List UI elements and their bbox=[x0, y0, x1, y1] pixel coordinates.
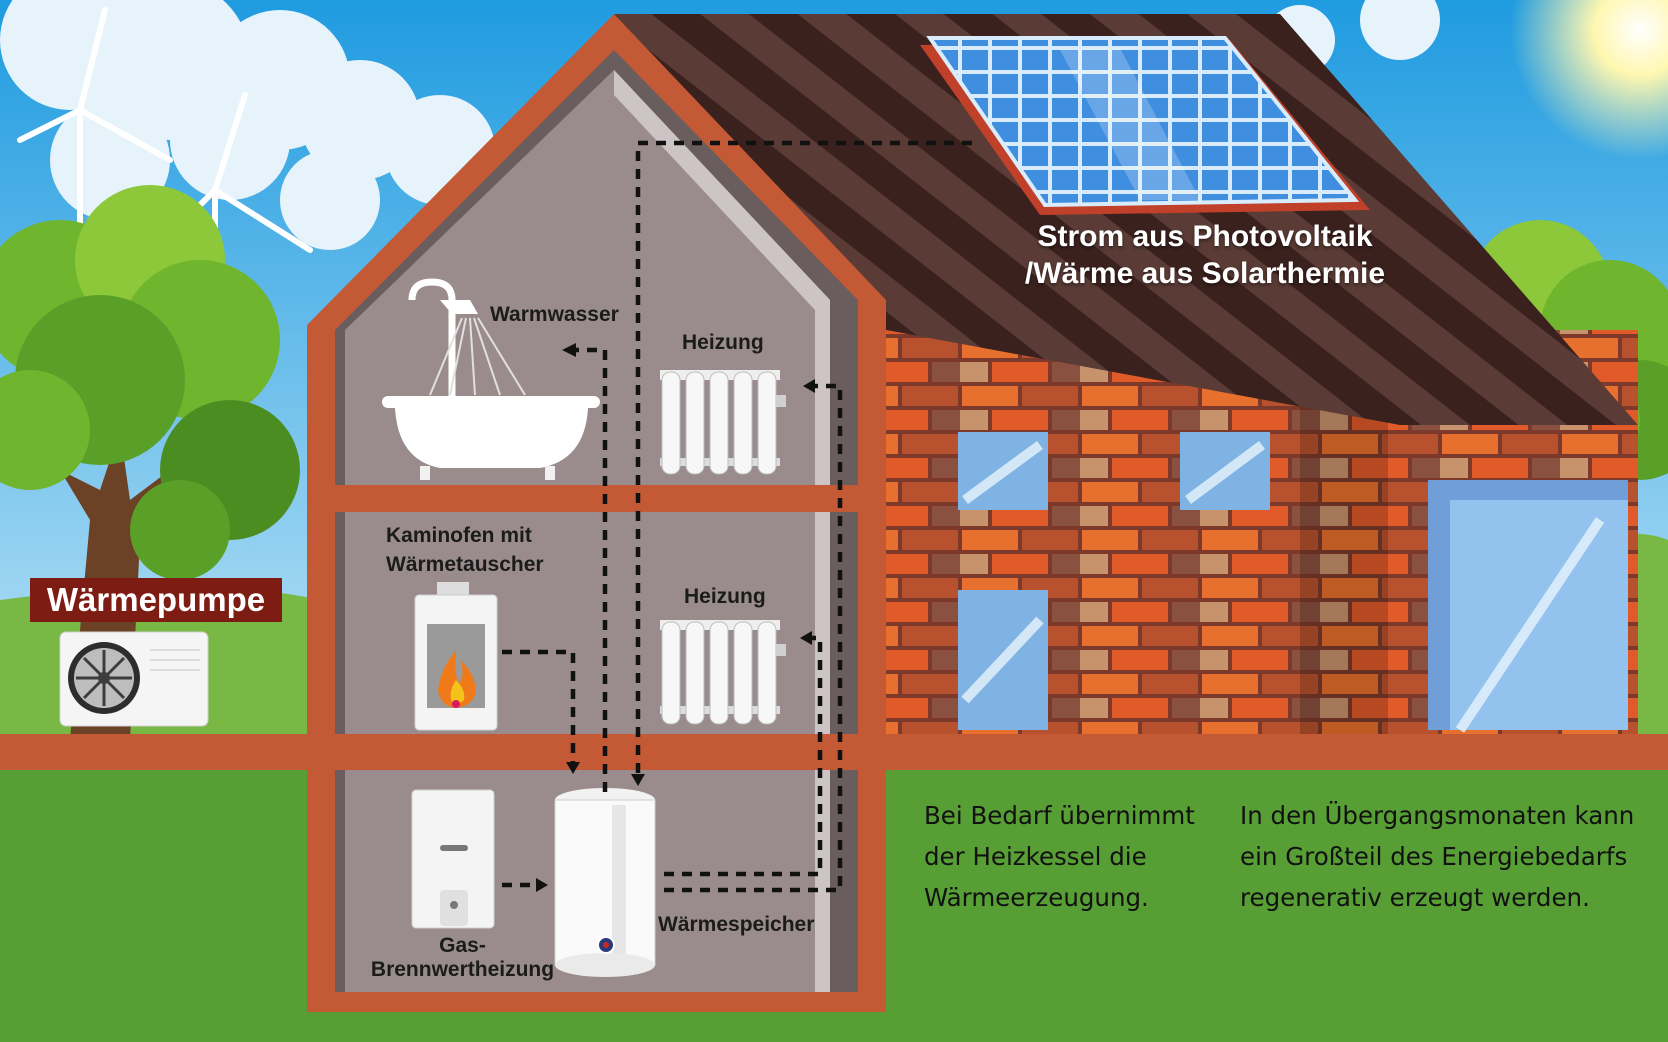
stove-label: Kaminofen mit Wärmetauscher bbox=[386, 521, 544, 579]
flow-lines bbox=[502, 140, 972, 893]
heat-pump-label: Wärmepumpe bbox=[30, 578, 282, 622]
note-right-line-3: regenerativ erzeugt werden. bbox=[1240, 883, 1590, 912]
heat-pump-icon bbox=[59, 631, 209, 727]
radiator-icon bbox=[660, 370, 786, 475]
title-line-2: /Wärme aus Solarthermie bbox=[1024, 257, 1386, 290]
note-right-line-1: In den Übergangsmonaten kann bbox=[1240, 801, 1635, 830]
storage-label: Wärmespeicher bbox=[658, 913, 815, 936]
tree-left bbox=[0, 185, 300, 740]
stove-icon bbox=[414, 582, 498, 731]
gas-boiler-label: Gas- Brennwertheizung bbox=[360, 934, 565, 982]
sun bbox=[1510, 0, 1668, 160]
note-left: Bei Bedarf übernimmt der Heizkessel die … bbox=[924, 795, 1195, 918]
heating-top-label: Heizung bbox=[682, 331, 764, 354]
gas-boiler-icon bbox=[411, 789, 495, 929]
note-left-line-2: der Heizkessel die bbox=[924, 842, 1147, 871]
bathtub-icon bbox=[382, 278, 600, 480]
note-right-line-2: ein Großteil des Energiebedarfs bbox=[1240, 842, 1628, 871]
title-line-1: Strom aus Photovoltaik bbox=[1037, 220, 1373, 253]
floor-slab bbox=[307, 485, 886, 512]
flow-arrowheads bbox=[536, 343, 815, 892]
roof bbox=[614, 14, 1638, 425]
note-left-line-1: Bei Bedarf übernimmt bbox=[924, 801, 1195, 830]
gas-boiler-label-line-2: Brennwertheizung bbox=[370, 958, 555, 981]
note-left-line-3: Wärmeerzeugung. bbox=[924, 883, 1149, 912]
hot-water-label: Warmwasser bbox=[490, 303, 619, 326]
ground-floor-line bbox=[0, 734, 1668, 770]
radiator-icon bbox=[660, 620, 786, 725]
heating-middle-label: Heizung bbox=[684, 585, 766, 608]
stove-label-line-1: Kaminofen mit bbox=[386, 524, 532, 547]
note-right: In den Übergangsmonaten kann ein Großtei… bbox=[1240, 795, 1634, 918]
stove-label-line-2: Wärmetauscher bbox=[386, 553, 544, 576]
photovoltaic-title: Strom aus Photovoltaik /Wärme aus Solart… bbox=[985, 218, 1425, 292]
gas-boiler-label-line-1: Gas- bbox=[439, 934, 486, 957]
storage-tank-icon bbox=[554, 788, 656, 977]
